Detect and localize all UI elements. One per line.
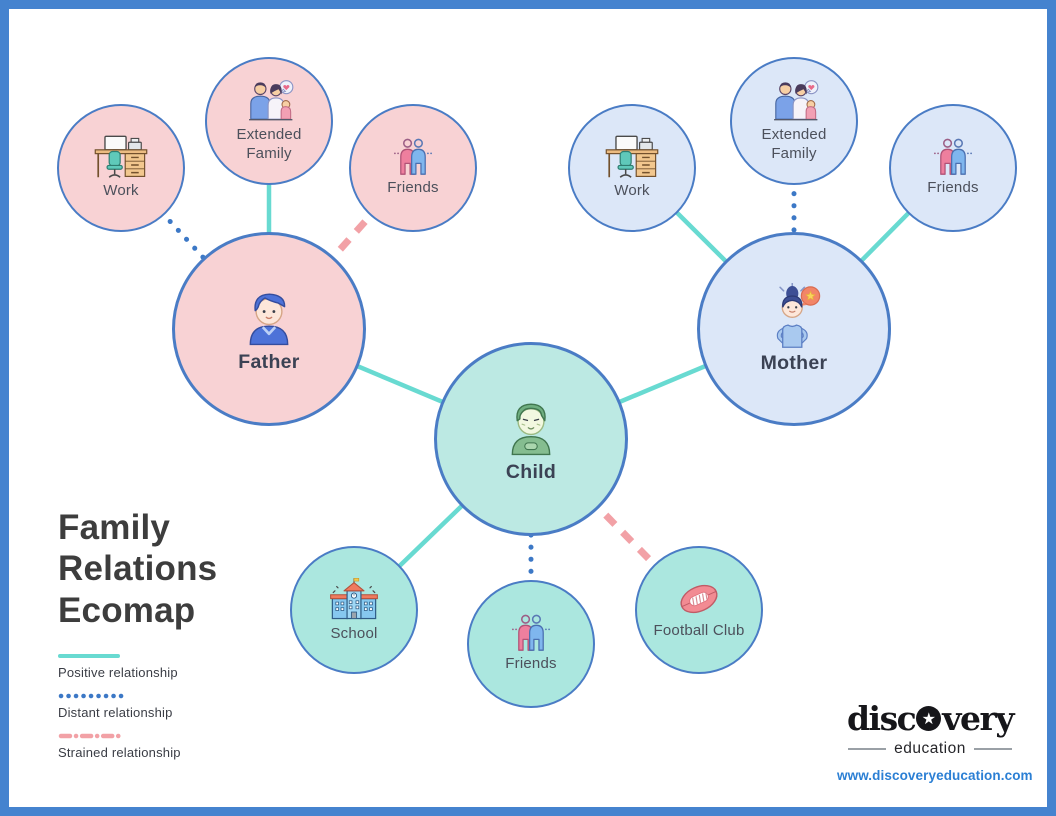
rule-left [848,748,887,750]
legend-label: Strained relationship [58,745,181,760]
logo-subtitle: education [894,740,966,757]
node-father-extended-family: Extended Family [205,57,333,185]
node-father-work: Work [57,104,185,232]
friends-icon [390,138,436,176]
school-icon [328,577,380,622]
desk-icon [605,135,659,179]
node-label: Friends [505,655,557,673]
legend-label: Positive relationship [58,665,178,680]
node-label: Child [505,461,557,483]
node-father: Father [172,232,366,426]
family-icon [768,79,820,123]
node-label: Extended Family [236,126,302,162]
woman-icon [761,283,827,349]
star-icon: ★ [916,706,942,731]
node-label: Football Club [653,622,745,640]
logo-wordmark: disc★very [837,699,1023,738]
boy-icon [499,394,563,458]
node-mother-work: Work [568,104,696,232]
node-label: School [330,624,378,642]
rule-right [973,748,1012,750]
legend-item-strained: Strained relationship [58,733,181,760]
node-label: Father [238,351,300,373]
node-child-friends: Friends [467,580,595,708]
node-football-club: Football Club [635,546,763,674]
discovery-education-logo: disc★very education www.discoveryeducati… [837,699,1033,783]
node-mother: Mother [697,232,891,426]
positive-line-sample [58,654,120,658]
desk-icon [94,135,148,179]
node-label: Mother [760,352,828,374]
football-icon [674,579,724,619]
friends-icon [508,614,554,652]
node-label: Work [614,182,650,200]
logo-subtitle-row: education [837,740,1023,758]
page-title: Family Relations Ecomap [58,508,218,630]
node-label: Extended Family [761,126,827,162]
node-school: School [290,546,418,674]
node-mother-extended-family: Extended Family [730,57,858,185]
man-icon [237,284,301,348]
node-father-friends: Friends [349,104,477,232]
node-label: Work [103,182,139,200]
logo-text-left: disc [846,699,917,738]
family-icon [243,79,295,123]
node-mother-friends: Friends [889,104,1017,232]
legend-item-distant: Distant relationship [58,693,181,720]
node-child: Child [434,342,628,536]
legend-label: Distant relationship [58,705,173,720]
logo-text-right: very [942,699,1014,738]
strained-line-sample [58,733,126,739]
website-url[interactable]: www.discoveryeducation.com [837,768,1033,783]
distant-line-sample [58,693,126,699]
legend-item-positive: Positive relationship [58,653,181,680]
legend: Positive relationship Distant relationsh… [58,653,181,773]
node-label: Friends [387,179,439,197]
friends-icon [930,138,976,176]
node-label: Friends [927,179,979,197]
